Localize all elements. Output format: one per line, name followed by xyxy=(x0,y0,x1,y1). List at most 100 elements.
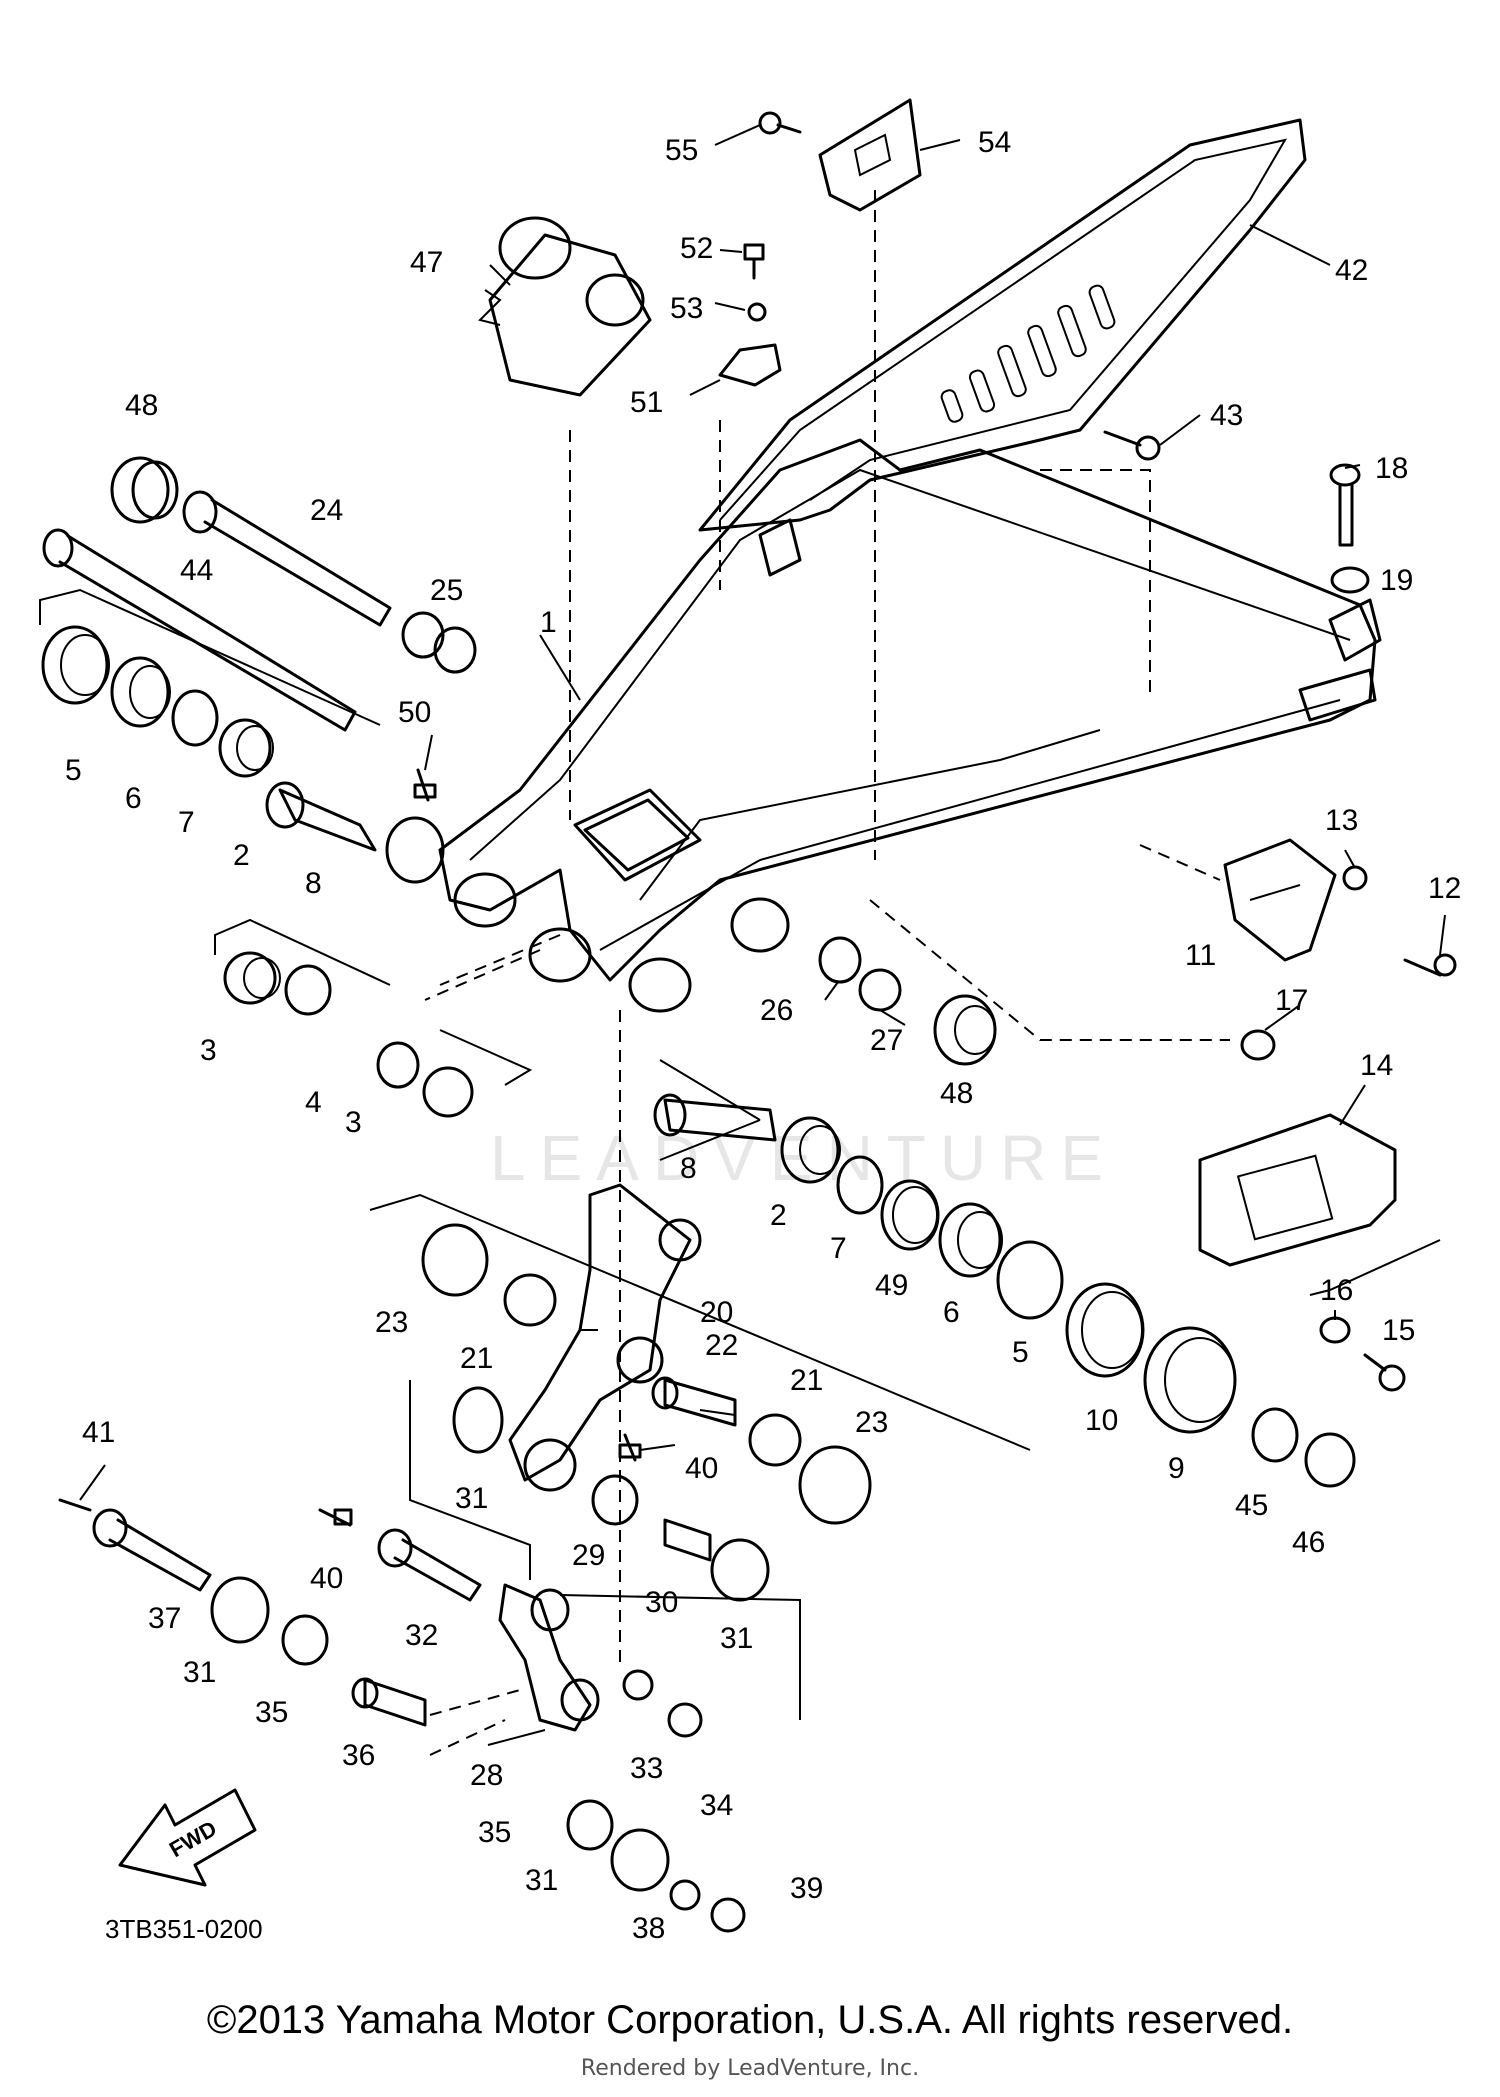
callout-35b: 35 xyxy=(478,1816,511,1849)
grease-nipple-40-b xyxy=(318,1508,353,1527)
callout-1: 1 xyxy=(540,606,557,639)
bushing-21-right xyxy=(748,1413,802,1467)
callout-11: 11 xyxy=(1185,939,1216,972)
callout-38: 38 xyxy=(632,1912,665,1945)
washers-25 xyxy=(401,611,477,674)
callout-41: 41 xyxy=(82,1416,115,1449)
callout-43: 43 xyxy=(1210,399,1243,432)
bearing-2-right xyxy=(780,1116,841,1184)
callout-23b: 23 xyxy=(855,1406,888,1439)
oil-seal-5-right xyxy=(996,1240,1064,1320)
washer-7 xyxy=(171,689,219,747)
callout-34: 34 xyxy=(700,1789,733,1822)
callout-27: 27 xyxy=(870,1024,903,1057)
callout-17: 17 xyxy=(1275,984,1308,1017)
callout-26: 26 xyxy=(760,994,793,1027)
bushing-3-left xyxy=(223,951,281,1005)
callout-24: 24 xyxy=(310,494,343,527)
callout-31c: 31 xyxy=(183,1656,216,1689)
bracket-lines xyxy=(39,588,1441,1720)
seal-31-right xyxy=(710,1538,770,1602)
callout-16: 16 xyxy=(1320,1274,1353,1307)
bearing-6-right xyxy=(938,1202,1003,1278)
callout-50: 50 xyxy=(398,696,431,729)
cap-48-left xyxy=(110,456,179,524)
relay-arm-20 xyxy=(508,1183,702,1492)
watermark: LEADVENTURE xyxy=(490,1122,1117,1194)
callout-51: 51 xyxy=(630,386,663,419)
chain-guard xyxy=(698,118,1307,532)
grease-nipple-50 xyxy=(413,768,437,802)
callout-18: 18 xyxy=(1375,452,1408,485)
callout-5a: 5 xyxy=(65,754,82,787)
callout-12: 12 xyxy=(1428,872,1461,905)
callout-7b: 7 xyxy=(830,1232,847,1265)
washer-16 xyxy=(1319,1316,1351,1344)
callout-labels: 55 54 42 52 53 47 51 43 48 24 18 44 25 1… xyxy=(65,126,1461,1945)
bearing-2 xyxy=(218,718,274,778)
callout-31b: 31 xyxy=(720,1622,753,1655)
callout-23a: 23 xyxy=(375,1306,408,1339)
callout-28: 28 xyxy=(470,1759,503,1792)
nut-39 xyxy=(710,1897,746,1933)
screw-12 xyxy=(1403,953,1457,977)
callout-53: 53 xyxy=(670,292,703,325)
callout-3b: 3 xyxy=(345,1106,362,1139)
callout-40a: 40 xyxy=(685,1452,718,1485)
bolt-18 xyxy=(1329,463,1361,547)
reference-lines xyxy=(424,190,1230,1756)
swingarm xyxy=(385,438,1382,1013)
washer-19 xyxy=(1330,566,1370,594)
callout-31a: 31 xyxy=(455,1482,488,1515)
chain-guide-14 xyxy=(1198,1113,1397,1267)
connecting-rod-28 xyxy=(498,1583,600,1732)
seal-31-bottom-left xyxy=(210,1576,270,1644)
bearing-4-left xyxy=(284,964,332,1016)
seal-31-bottom xyxy=(610,1828,670,1892)
bushing-35-left xyxy=(281,1614,329,1666)
callout-8a: 8 xyxy=(305,867,322,900)
callout-20: 20 xyxy=(700,1296,733,1329)
callout-9: 9 xyxy=(1168,1452,1185,1485)
callout-7a: 7 xyxy=(178,806,195,839)
callout-49: 49 xyxy=(875,1269,908,1302)
grease-nipple-40-a xyxy=(618,1433,642,1462)
collar-22 xyxy=(651,1376,737,1427)
clip-53 xyxy=(747,302,767,322)
forward-arrow-icon: FWD xyxy=(118,1788,257,1887)
callout-33: 33 xyxy=(630,1752,663,1785)
plate xyxy=(818,98,922,212)
nut-27 xyxy=(858,968,902,1012)
seal-23-left xyxy=(421,1223,489,1297)
callout-36: 36 xyxy=(342,1739,375,1772)
nut-13 xyxy=(1342,865,1368,891)
callout-31d: 31 xyxy=(525,1864,558,1897)
washer-45 xyxy=(1251,1407,1299,1463)
bushing-29 xyxy=(591,1474,639,1526)
washer-7-right xyxy=(836,1155,884,1215)
collar-8-right xyxy=(653,1093,777,1142)
callout-19: 19 xyxy=(1380,564,1413,597)
washer-17 xyxy=(1240,1029,1276,1061)
bolt-43 xyxy=(1103,430,1161,461)
copyright-notice: ©2013 Yamaha Motor Corporation, U.S.A. A… xyxy=(206,1998,1294,2042)
callout-21a: 21 xyxy=(460,1342,493,1375)
bearing-4-right xyxy=(376,1041,420,1089)
nut-34 xyxy=(667,1702,703,1738)
collar-8-left xyxy=(265,781,377,852)
callout-42: 42 xyxy=(1335,254,1368,287)
clamp-51 xyxy=(718,343,782,387)
bushing-3-right xyxy=(422,1066,474,1118)
washer-38 xyxy=(669,1879,701,1911)
grease-nipple-41 xyxy=(58,1498,92,1512)
callout-6b: 6 xyxy=(943,1296,960,1329)
diagram-code: 3TB351-0200 xyxy=(105,1914,263,1944)
callout-40b: 40 xyxy=(310,1562,343,1595)
rendered-by-notice: Rendered by LeadVenture, Inc. xyxy=(580,2056,920,2081)
nut-46 xyxy=(1304,1432,1356,1488)
callout-54: 54 xyxy=(978,126,1011,159)
oil-seal-5 xyxy=(41,625,110,705)
chain-slider-11 xyxy=(1223,838,1337,962)
bolt-55 xyxy=(758,111,802,135)
